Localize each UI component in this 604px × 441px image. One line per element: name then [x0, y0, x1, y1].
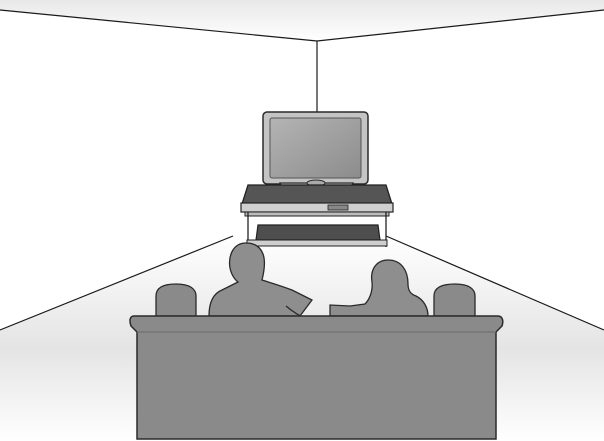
- viewer-right-icon: [329, 259, 429, 317]
- sofa-icon: [129, 283, 504, 440]
- tv-icon: [262, 111, 369, 194]
- tv-stand-icon: [240, 184, 394, 247]
- ceiling: [0, 0, 604, 42]
- floor-edges: [0, 235, 604, 331]
